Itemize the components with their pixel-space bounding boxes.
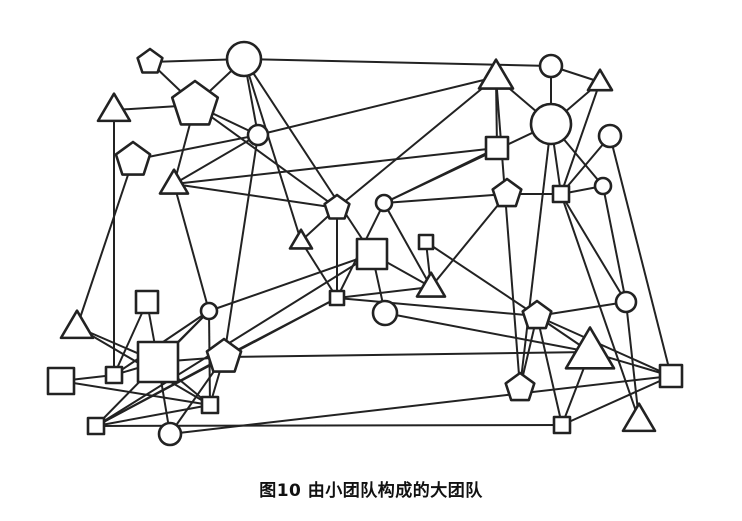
- edge-pent-left-lower-to-tri-big-right: [223, 351, 591, 358]
- node-square-tiny-center: [328, 289, 346, 307]
- edge-circle-top-big-to-circle-top-right: [243, 58, 552, 67]
- edge-circle-right-1-to-square-right-2: [560, 135, 611, 195]
- edge-circle-small-center-to-pent-right-1: [383, 193, 508, 204]
- edge-pent-left-lower-to-square-left-5: [95, 356, 225, 427]
- edge-tri-center-2-to-pent-right-1: [430, 193, 508, 288]
- edge-square-left-2-to-square-left-4: [60, 380, 211, 406]
- edge-circle-small-1-to-tri-left-2: [173, 134, 259, 185]
- node-circle-top-right: [538, 53, 564, 79]
- node-pent-left-lower: [205, 337, 243, 373]
- edge-circle-right-3-to-tri-bottom-right: [625, 301, 640, 421]
- edge-pent-right-lower-to-square-tiny-center: [336, 297, 538, 317]
- node-tri-left-1: [96, 92, 132, 123]
- node-square-left-1: [134, 289, 160, 315]
- edge-pent-big-to-pent-center-1: [194, 104, 338, 209]
- node-circle-right-1: [597, 123, 623, 149]
- node-circle-left-small: [199, 301, 219, 321]
- edge-tri-small-center-to-square-tiny-center: [300, 240, 338, 299]
- node-tri-small-center: [288, 228, 314, 250]
- node-circle-center-lower: [371, 299, 399, 327]
- edge-pent-left-2-to-circle-small-1: [132, 134, 259, 161]
- node-square-small-center: [417, 233, 435, 251]
- node-tri-big-right: [564, 326, 616, 370]
- edge-pent-left-lower-to-square-tiny-center: [223, 297, 338, 358]
- node-circle-top-big: [225, 40, 263, 78]
- edge-tri-bottom-right-to-square-right-2: [560, 193, 640, 421]
- node-square-left-3: [104, 365, 124, 385]
- edge-tri-left-2-to-square-right-1: [173, 147, 498, 185]
- edge-circle-big-right-to-pent-bottom-right: [519, 123, 552, 389]
- edge-square-bottom-right-to-pent-right-lower: [536, 315, 563, 426]
- edge-square-far-right-to-square-bottom-right: [561, 375, 672, 426]
- node-circle-bottom-left: [157, 421, 183, 447]
- node-tri-left-3: [59, 309, 95, 340]
- node-pent-right-lower: [521, 299, 553, 330]
- edge-square-small-center-to-pent-right-lower: [425, 241, 538, 317]
- edge-circle-center-lower-to-tri-big-right: [384, 312, 591, 353]
- node-pent-bottom-right: [504, 371, 536, 402]
- edge-square-big-center-to-circle-left-small: [208, 253, 373, 312]
- node-square-bottom-right: [552, 415, 572, 435]
- edge-tri-left-2-to-circle-left-small: [173, 183, 210, 312]
- edge-tri-small-center-to-circle-top-big: [243, 58, 302, 242]
- node-square-big-left: [136, 340, 180, 384]
- node-tri-center-2: [415, 271, 447, 298]
- node-tri-left-2: [158, 168, 190, 195]
- node-square-left-5: [86, 416, 106, 436]
- node-square-right-1: [484, 135, 510, 161]
- edge-square-left-5-to-square-big-center: [95, 253, 373, 427]
- node-tri-top-right-2: [586, 68, 614, 92]
- node-tri-top-right-1: [477, 58, 515, 90]
- node-square-right-2: [551, 184, 571, 204]
- node-pent-right-1: [491, 177, 523, 208]
- node-pent-center-1: [323, 193, 351, 220]
- edge-pent-bottom-right-to-tri-top-right-1: [495, 76, 521, 389]
- node-pent-top-left: [136, 47, 164, 74]
- edge-square-right-1-to-circle-small-center: [383, 147, 498, 204]
- edge-tri-top-right-2-to-square-right-2: [560, 81, 601, 195]
- edge-pent-left-2-to-tri-left-3: [76, 159, 134, 328]
- edge-circle-small-1-to-pent-left-lower: [223, 134, 259, 358]
- edge-circle-right-2-to-circle-right-3: [602, 185, 627, 303]
- node-pent-left-2: [114, 140, 152, 176]
- node-pent-big: [170, 79, 220, 126]
- edge-circle-small-center-to-tri-center-2: [383, 202, 432, 288]
- network-nodes: [46, 40, 684, 447]
- edge-circle-top-big-to-square-big-center: [243, 58, 373, 255]
- edge-square-right-2-to-circle-right-3: [560, 193, 627, 303]
- node-circle-right-2: [593, 176, 613, 196]
- node-circle-right-3: [614, 290, 638, 314]
- node-tri-bottom-right: [621, 402, 657, 433]
- edge-square-left-4-to-square-left-5: [95, 404, 211, 427]
- edge-circle-small-1-to-tri-top-right-1: [257, 76, 497, 136]
- figure-caption: 图10 由小团队构成的大团队: [259, 481, 483, 501]
- node-square-left-4: [200, 395, 220, 415]
- edge-square-far-right-to-circle-bottom-left: [169, 375, 672, 435]
- node-square-far-right: [658, 363, 684, 389]
- node-circle-small-center: [374, 193, 394, 213]
- node-square-left-2: [46, 366, 76, 396]
- node-square-big-center: [355, 237, 389, 271]
- edge-pent-right-lower-to-square-far-right: [536, 315, 672, 377]
- edge-tri-left-2-to-pent-center-1: [173, 183, 338, 209]
- edge-pent-center-1-to-tri-top-right-1: [336, 76, 497, 209]
- node-circle-big-right: [529, 102, 573, 146]
- edge-square-tiny-center-to-tri-center-2: [336, 286, 432, 299]
- node-circle-small-1: [246, 123, 270, 147]
- edge-circle-right-1-to-square-far-right: [609, 135, 672, 377]
